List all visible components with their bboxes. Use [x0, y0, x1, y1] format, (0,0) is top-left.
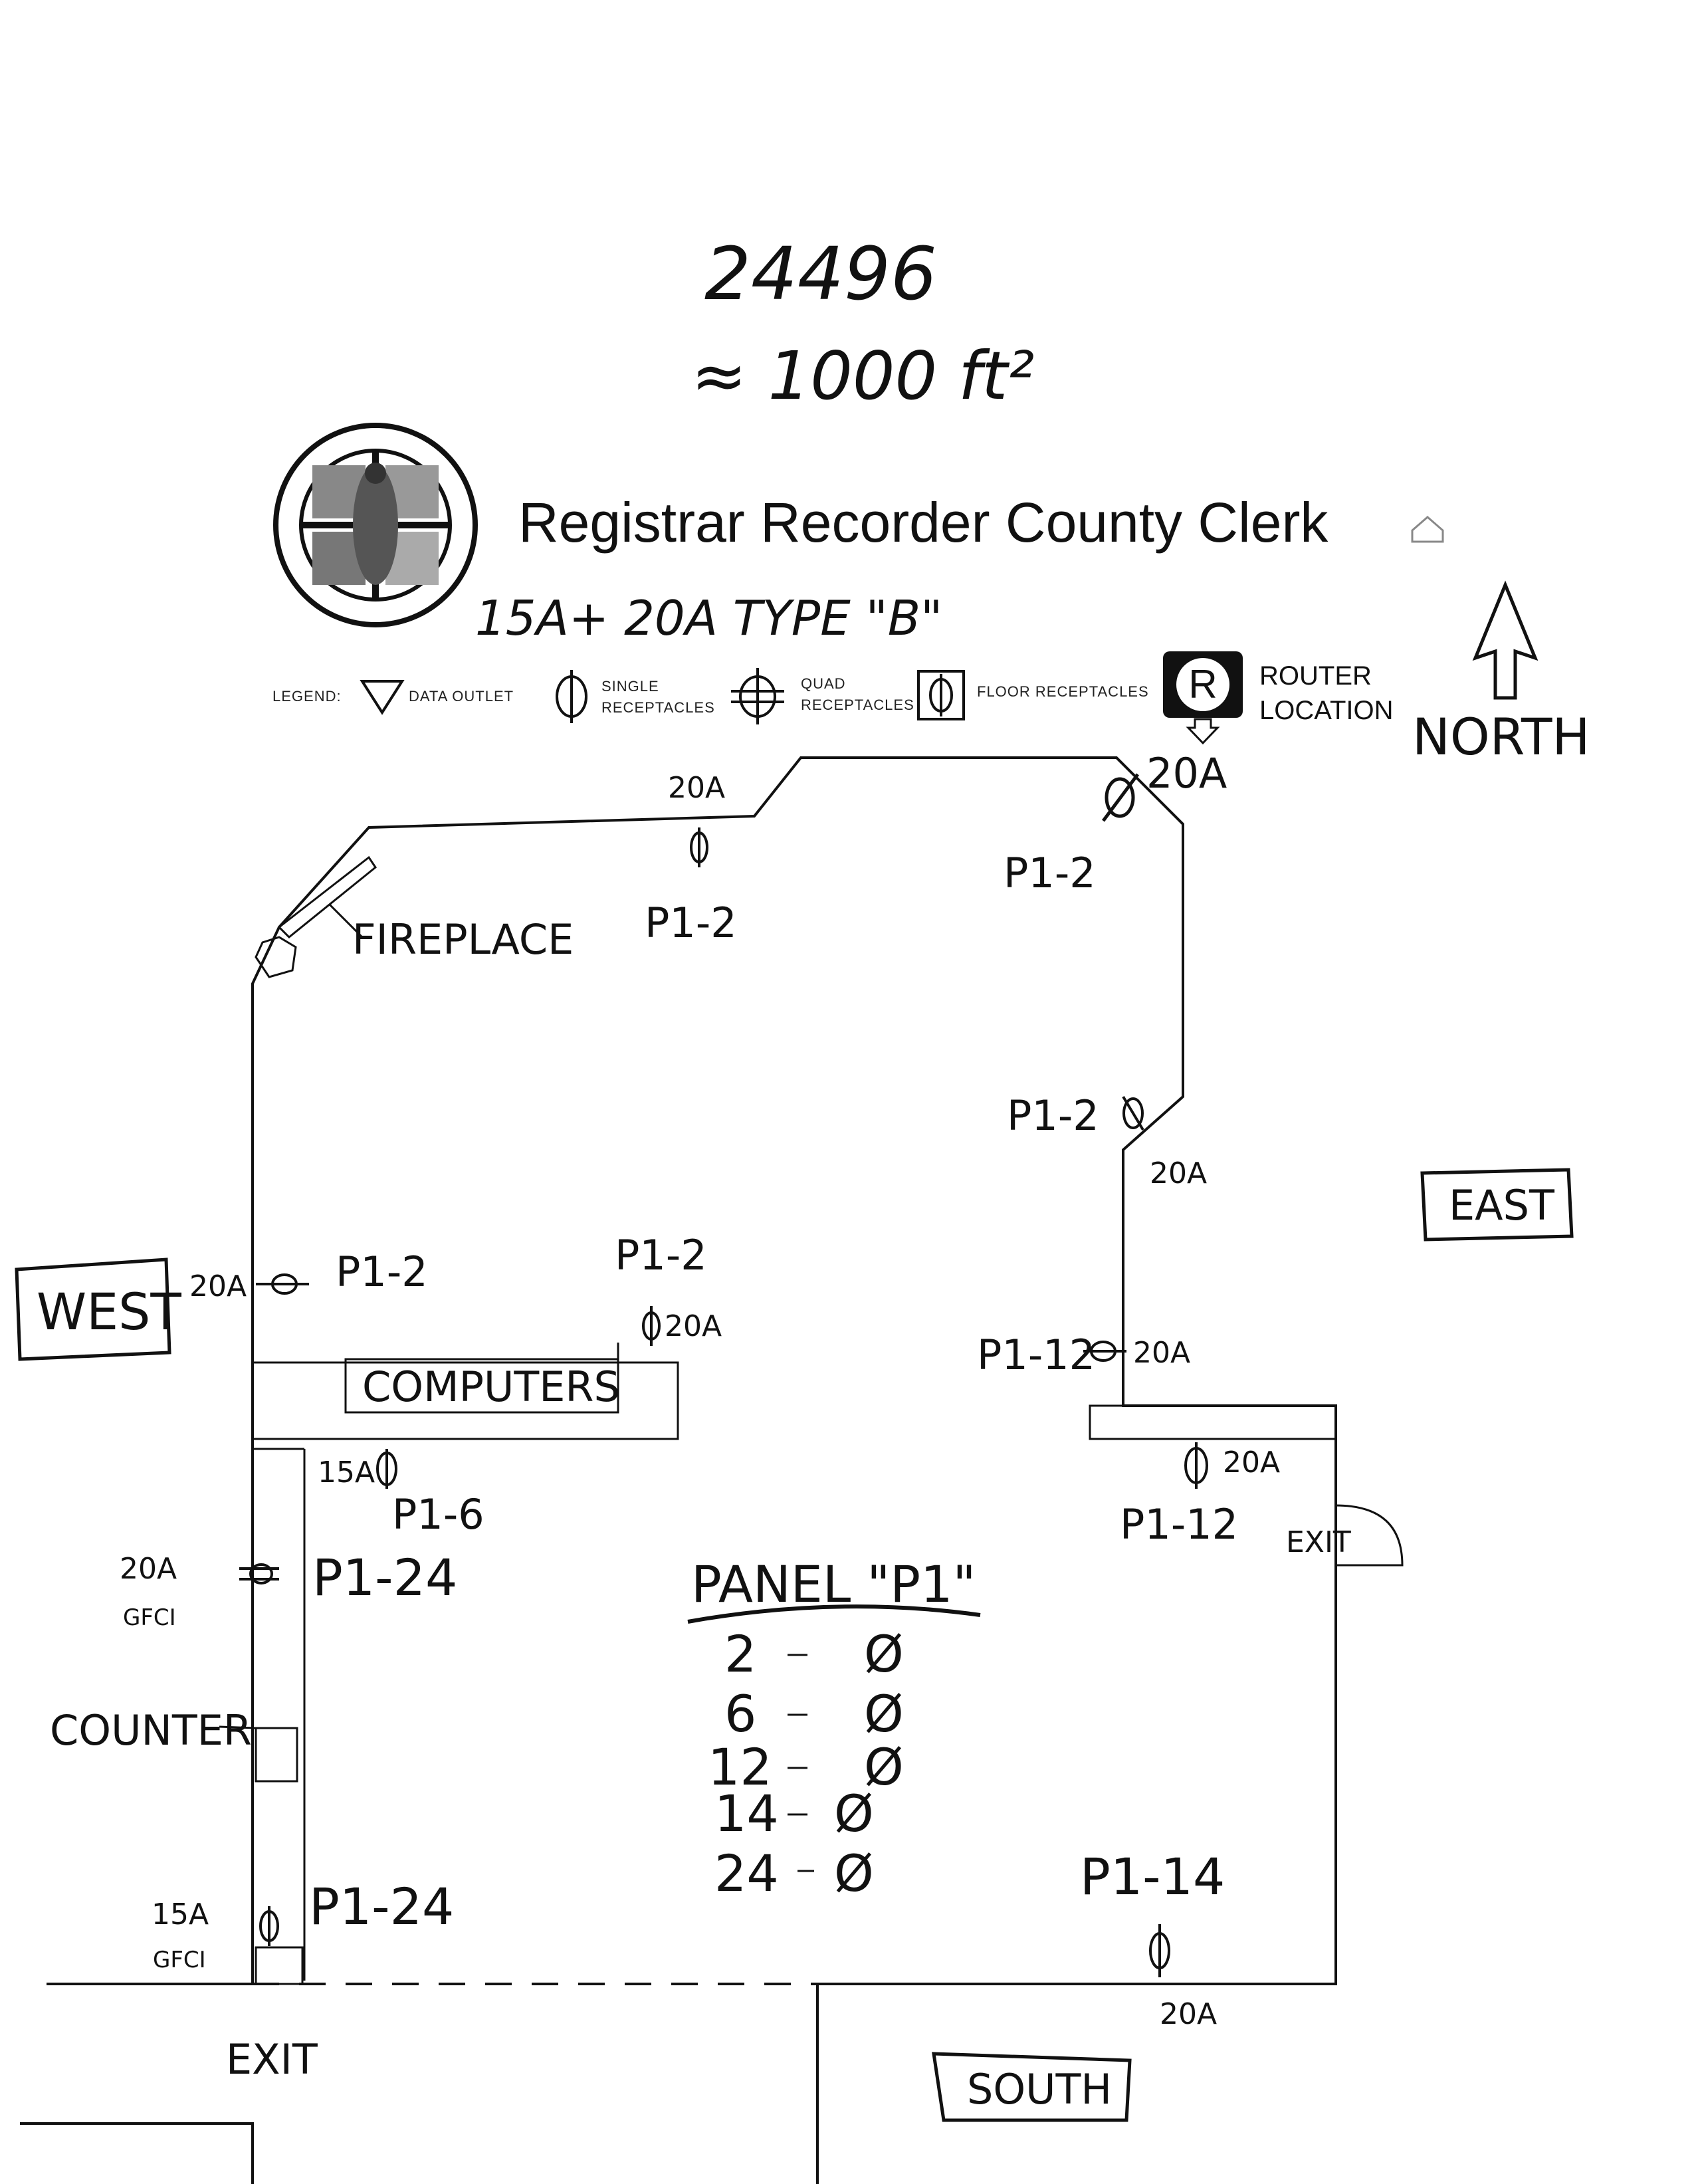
outlet-10-amp: 20A: [1160, 1997, 1217, 2031]
legend-single-line2: RECEPTACLES: [601, 699, 715, 716]
outlet-4-amp: 20A: [665, 1309, 722, 1343]
counter-leader: [219, 1725, 257, 1729]
outlet-symbols: [239, 773, 1208, 1977]
outlet-2-circuit: P1-2: [1007, 1091, 1099, 1140]
west-label-box: WEST: [15, 1257, 181, 1361]
outlet-1-circuit: P1-2: [1004, 849, 1096, 897]
outlet-labels: 20A P1-2 20A P1-2 20A P1-2 20A P1-2 20A …: [120, 749, 1280, 2031]
router-icon: R: [1163, 651, 1243, 745]
outlet-3-amp: 20A: [189, 1269, 247, 1303]
area-note: ≈ 1000 ft²: [691, 337, 1034, 415]
computers-box: [344, 1358, 619, 1414]
svg-text:R: R: [1188, 662, 1217, 707]
outlet-east-alcove: [1184, 1442, 1208, 1489]
panel-row-1-symbol: Ø: [864, 1684, 904, 1743]
computers-desk: [253, 1361, 679, 1440]
outlet-5-circuit: P1-12: [977, 1331, 1095, 1379]
north-arrow-icon: [1472, 580, 1539, 700]
home-icon: [1411, 516, 1444, 543]
panel-row-4-circuit: 24: [714, 1844, 779, 1903]
legend-quad-line1: QUAD: [801, 675, 846, 692]
outlet-9-gfci: GFCI: [153, 1947, 206, 1973]
outlet-computers: [376, 1449, 397, 1489]
legend-quad-line2: RECEPTACLES: [801, 697, 914, 713]
legend: LEGEND: DATA OUTLET SINGLE RECEPTACLES Q…: [272, 651, 1394, 745]
panel-row-2-symbol: Ø: [864, 1737, 904, 1797]
outlet-1-amp: 20A: [1146, 749, 1227, 798]
panel-title: PANEL "P1": [691, 1555, 976, 1614]
outlet-south: [1149, 1924, 1170, 1977]
outlet-4-circuit: P1-2: [615, 1231, 707, 1279]
east-exit-door: [1335, 1504, 1404, 1567]
counter-box: [255, 1727, 298, 1783]
east-exit-label: EXIT: [1286, 1525, 1351, 1559]
east-label-box: EAST: [1420, 1168, 1574, 1242]
triangle-icon: [360, 680, 405, 715]
outlet-west: [256, 1273, 309, 1295]
outlet-east-wall: [1083, 1341, 1126, 1362]
handwritten-number: 24496: [704, 231, 937, 316]
fireplace-label: FIREPLACE: [352, 915, 574, 964]
panel-row-2-circuit: 12: [708, 1737, 772, 1797]
single-receptacle-icon: [556, 670, 587, 723]
outlet-gfci-south: [259, 1906, 279, 1946]
quad-receptacle-icon: [731, 668, 784, 724]
east-label: EAST: [1449, 1181, 1555, 1230]
outlet-9-amp: 15A: [152, 1898, 209, 1931]
outlet-7-amp: 15A: [318, 1456, 375, 1489]
legend-floor: FLOOR RECEPTACLES: [977, 683, 1149, 700]
building-outline: [251, 756, 1337, 1985]
counter-label: COUNTER: [50, 1706, 252, 1755]
fireplace-leader: [328, 903, 364, 938]
panel-underline: [687, 1604, 981, 1624]
floor-receptacle-icon: [917, 670, 965, 720]
legend-single-line1: SINGLE: [601, 678, 659, 695]
page-title: Registrar Recorder County Clerk: [518, 491, 1328, 554]
outlet-6-circuit: P1-12: [1120, 1500, 1238, 1549]
outlet-7-circuit: P1-6: [392, 1490, 484, 1539]
fireplace-shape: [277, 855, 377, 939]
west-exit-label: EXIT: [226, 2035, 318, 2084]
outlet-6-amp: 20A: [1223, 1446, 1280, 1479]
outlet-0-amp: 20A: [668, 771, 725, 805]
legend-label: LEGEND:: [272, 688, 342, 705]
outlet-8-amp: 20A: [120, 1552, 177, 1586]
south-label: SOUTH: [967, 2065, 1112, 2114]
north-label: NORTH: [1412, 707, 1590, 766]
panel-row-3-symbol: Ø: [834, 1784, 874, 1843]
fireplace-hearth: [255, 936, 297, 978]
outlet-8-gfci: GFCI: [123, 1604, 176, 1631]
legend-router-line2: LOCATION: [1259, 696, 1394, 725]
outlet-center: [642, 1306, 661, 1346]
south-label-box: SOUTH: [932, 2052, 1132, 2122]
outlet-5-amp: 20A: [1133, 1336, 1190, 1370]
outlet-0-circuit: P1-2: [645, 899, 737, 947]
legend-router-line1: ROUTER: [1259, 661, 1372, 691]
panel-row-0-symbol: Ø: [864, 1624, 904, 1684]
outlet-10-circuit: P1-14: [1080, 1847, 1225, 1906]
legend-data-outlet: DATA OUTLET: [409, 688, 514, 705]
outlet-north-a: [690, 827, 708, 867]
outlet-3-circuit: P1-2: [336, 1248, 428, 1296]
counter-base-box: [255, 1946, 304, 1985]
outlet-8-circuit: P1-24: [312, 1548, 457, 1607]
panel-schedule: PANEL "P1" 2 Ø 6 Ø 12 Ø 14 Ø 24 Ø: [687, 1555, 981, 1903]
panel-row-4-symbol: Ø: [834, 1844, 874, 1903]
county-seal-logo: [273, 423, 478, 627]
panel-row-0-circuit: 2: [724, 1624, 756, 1684]
outlet-9-circuit: P1-24: [309, 1877, 454, 1936]
east-alcove: [1089, 1404, 1336, 1440]
outlet-2-amp: 20A: [1150, 1156, 1207, 1190]
panel-row-3-circuit: 14: [714, 1784, 779, 1843]
outlet-gfci-north: [239, 1563, 279, 1584]
receptacle-note: 15A+ 20A TYPE "B": [475, 590, 942, 646]
outlet-northeast: [1122, 1095, 1144, 1131]
computers-label: COMPUTERS: [362, 1363, 620, 1411]
exit-corridor-wall: [20, 2122, 254, 2184]
panel-row-1-circuit: 6: [724, 1684, 756, 1743]
outlet-north-b: [1101, 773, 1140, 822]
west-label: WEST: [37, 1282, 181, 1341]
